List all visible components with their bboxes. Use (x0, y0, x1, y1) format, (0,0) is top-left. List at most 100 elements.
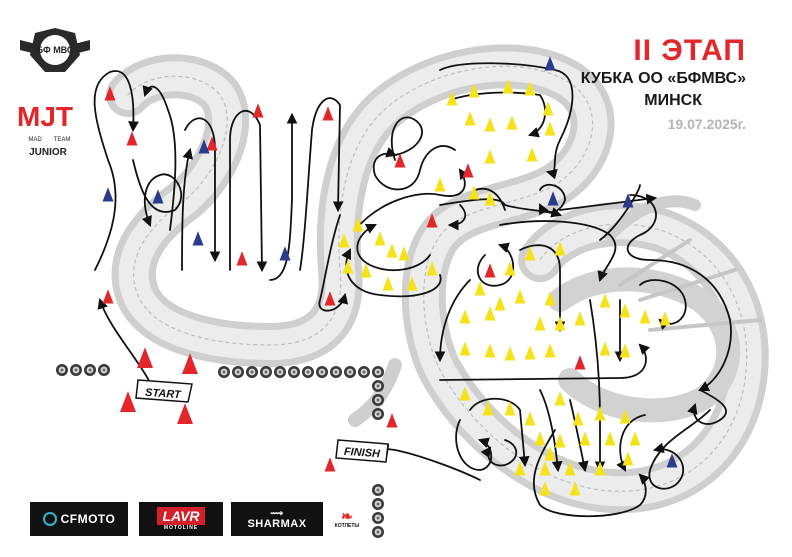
yellow-cone (474, 281, 486, 296)
tyre (372, 484, 384, 496)
yellow-cone (360, 263, 372, 278)
yellow-cone (434, 177, 446, 192)
yellow-cone (386, 243, 398, 258)
tyre (70, 364, 82, 376)
yellow-cone (539, 461, 551, 476)
team-logo-team: TEAM (54, 137, 71, 143)
team-logo-mad: MAD (28, 137, 42, 143)
yellow-cone (572, 411, 584, 426)
yellow-cone (542, 101, 554, 116)
cup-title: КУБКА ОО «БФМВС» (580, 70, 746, 87)
red-cone (137, 347, 153, 368)
yellow-cone (524, 411, 536, 426)
tyre (372, 512, 384, 524)
yellow-cone (382, 276, 394, 291)
yellow-cone (629, 431, 641, 446)
sponsor-lavr: LAVR MOTOLINE (139, 502, 223, 536)
yellow-cone (574, 311, 586, 326)
yellow-cone (622, 451, 634, 466)
yellow-cone (569, 481, 581, 496)
red-cone (182, 353, 198, 374)
yellow-cone (426, 261, 438, 276)
red-cone (426, 213, 438, 228)
yellow-cone (554, 241, 566, 256)
yellow-cone (482, 401, 494, 416)
kotlety-flame-icon: ❧ (341, 508, 353, 524)
finish-sign: FINISH (335, 439, 389, 463)
red-cone (324, 291, 336, 306)
tyre (56, 364, 68, 376)
yellow-cone (579, 431, 591, 446)
yellow-cone (534, 316, 546, 331)
yellow-cone (539, 481, 551, 496)
team-logo: MJT MAD TEAM JUNIOR (17, 101, 73, 158)
blue-cone (622, 193, 634, 208)
yellow-cone (468, 83, 480, 98)
yellow-cone (554, 316, 566, 331)
yellow-cone (468, 185, 480, 200)
sharmax-wing-icon: ⟿ (270, 507, 284, 518)
red-cone (394, 153, 406, 168)
yellow-cone (459, 386, 471, 401)
yellow-cone (494, 296, 506, 311)
federation-logo-text: БФ МВС (37, 45, 74, 55)
yellow-cone (514, 461, 526, 476)
sponsor-kotlety: ❧ КОТЛЕТЫ (330, 502, 364, 536)
event-date: 19.07.2025г. (667, 116, 746, 132)
blue-cone (152, 189, 164, 204)
sponsor-sharmax: ⟿ SHARMAX (231, 502, 323, 536)
tyre (218, 366, 230, 378)
red-cone (484, 263, 496, 278)
sponsor-cfmoto: CFMOTO (30, 502, 128, 536)
yellow-cone (338, 233, 350, 248)
tyre (288, 366, 300, 378)
red-cone (462, 163, 474, 178)
blue-cone (198, 139, 210, 154)
yellow-cone (534, 431, 546, 446)
yellow-cone (599, 293, 611, 308)
tyre (316, 366, 328, 378)
yellow-cone (594, 406, 606, 421)
yellow-cone (526, 147, 538, 162)
yellow-cone (544, 121, 556, 136)
yellow-cone (659, 311, 671, 326)
red-cone (102, 289, 114, 304)
yellow-cone (544, 446, 556, 461)
blue-cone (547, 191, 559, 206)
sponsor-lavr-sub: MOTOLINE (163, 525, 199, 531)
tyre (372, 526, 384, 538)
blue-cone (279, 246, 291, 261)
tyre (358, 366, 370, 378)
team-logo-junior: JUNIOR (29, 147, 68, 158)
yellow-cone (506, 115, 518, 130)
yellow-cone (544, 291, 556, 306)
course-cones (102, 56, 678, 496)
yellow-cone (406, 276, 418, 291)
red-cone (236, 251, 248, 266)
sponsor-sharmax-label: SHARMAX (247, 517, 307, 530)
yellow-cone (459, 341, 471, 356)
red-cone (574, 355, 586, 370)
yellow-cone (524, 81, 536, 96)
tyre (98, 364, 110, 376)
yellow-cone (564, 461, 576, 476)
yellow-cone (504, 261, 516, 276)
yellow-cone (619, 303, 631, 318)
yellow-cone (446, 91, 458, 106)
yellow-cone (619, 343, 631, 358)
yellow-cone (502, 79, 514, 94)
red-cone (252, 103, 264, 118)
finish-label: FINISH (344, 446, 382, 461)
yellow-cone (554, 433, 566, 448)
yellow-cone (599, 341, 611, 356)
dragon-background (106, 44, 769, 514)
tyre (232, 366, 244, 378)
yellow-cone (484, 149, 496, 164)
sponsor-lavr-label: LAVR (157, 507, 205, 525)
yellow-cone (619, 409, 631, 424)
yellow-cone (524, 246, 536, 261)
sponsor-kotlety-label: КОТЛЕТЫ (334, 523, 360, 529)
start-label: START (145, 387, 183, 402)
red-cone (120, 391, 136, 412)
